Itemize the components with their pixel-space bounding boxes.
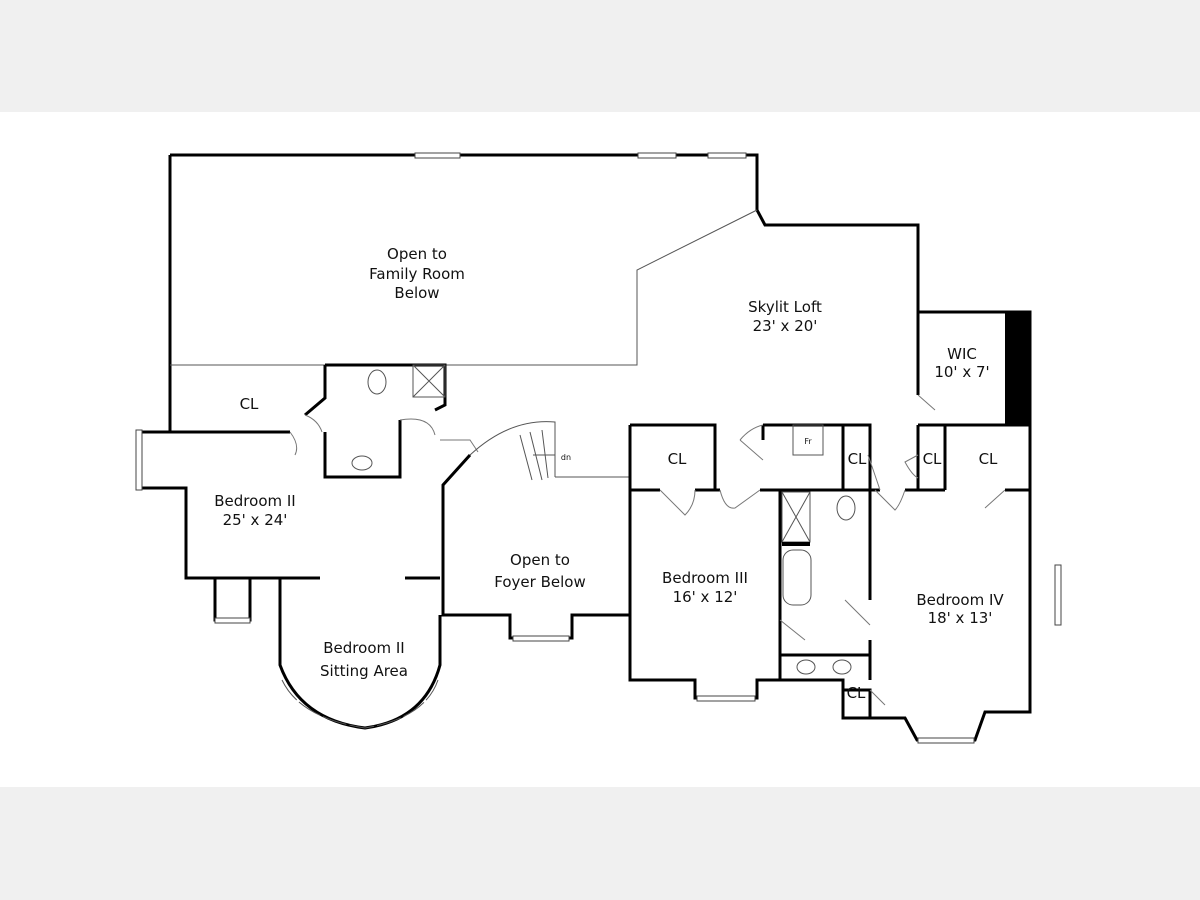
toilet-icon [367,369,387,395]
doors-left [289,414,479,456]
shower-left [412,364,446,398]
label-bedroom4-name: Bedroom IV [916,591,1004,609]
window-bedroom2 [214,617,251,624]
window-bay-sitting [281,679,439,729]
label-family-open-2: Family Room [369,265,465,283]
window-top-3 [707,152,747,159]
doors-right [659,394,1006,706]
shower-x-icon [412,364,446,398]
stair-treads [519,429,555,481]
floor-plan [0,112,1200,787]
shower-curb [782,542,810,546]
label-cl-mid: CL [848,450,867,468]
label-loft-name: Skylit Loft [748,298,822,316]
label-cl-bed3: CL [668,450,687,468]
stair-curve [469,421,556,477]
label-sitting-2: Sitting Area [320,662,408,680]
interior-walls-left [170,363,447,580]
sink-icon [796,659,816,675]
label-bedroom2-name: Bedroom II [214,492,295,510]
label-wic-size: 10' x 7' [934,363,989,381]
window-bedroom4-side [1054,564,1062,626]
toilet-icon [836,495,856,521]
label-bedroom3-name: Bedroom III [662,569,748,587]
sink-icon [832,659,852,675]
label-cl-wic: CL [923,450,942,468]
wic-built-in [1005,312,1030,425]
label-cl-left: CL [240,395,259,413]
label-bedroom4-size: 18' x 13' [928,609,993,627]
window-bedroom3 [696,695,756,702]
window-top-1 [414,152,461,159]
window-top-2 [637,152,677,159]
label-fridge: Fr [804,437,812,446]
family-room-open-boundary [170,209,758,366]
label-bedroom3-size: 16' x 12' [673,588,738,606]
label-cl-bath: CL [847,684,866,702]
exterior-walls [138,153,1032,742]
shower-x-icon [781,491,811,543]
fridge-box [792,424,824,456]
label-sitting-1: Bedroom II [323,639,404,657]
label-wic-name: WIC [947,345,977,363]
label-bedroom2-size: 25' x 24' [223,511,288,529]
label-foyer-open-1: Open to [510,551,570,569]
label-family-open-3: Below [394,284,439,302]
window-left [135,429,143,491]
sink-icon [351,455,373,471]
bathtub-icon [782,549,812,606]
label-stairs-down: dn [561,453,571,462]
label-loft-size: 23' x 20' [753,317,818,335]
label-family-open-1: Open to [387,245,447,263]
window-bedroom4 [917,737,975,744]
label-foyer-open-2: Foyer Below [494,573,585,591]
label-cl-bed4: CL [979,450,998,468]
interior-walls-right [628,312,1030,718]
window-foyer [512,635,570,642]
